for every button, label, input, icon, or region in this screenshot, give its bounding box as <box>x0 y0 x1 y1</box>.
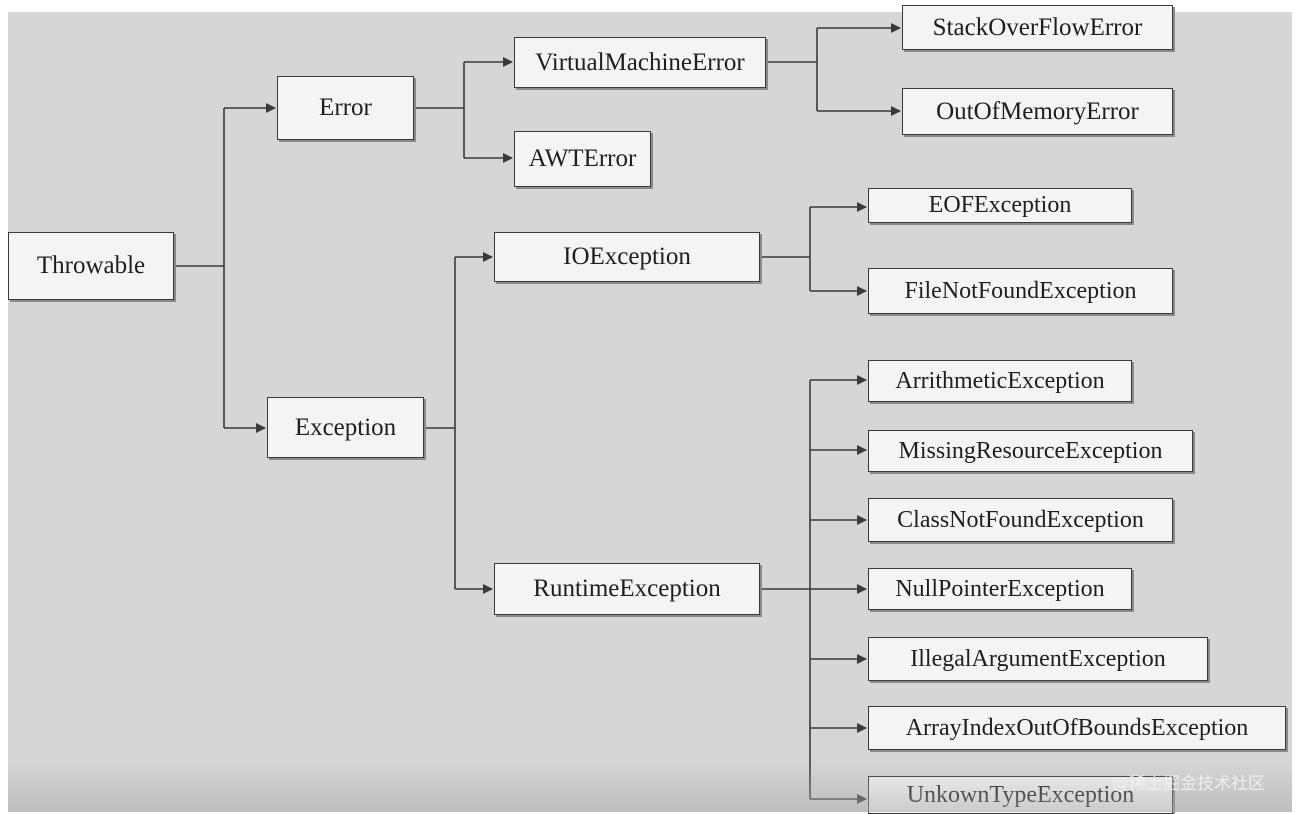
node-classnotfoundexception: ClassNotFoundException <box>868 498 1173 542</box>
watermark-text: @稀土掘金技术社区 <box>1112 774 1265 794</box>
node-filenotfoundexception: FileNotFoundException <box>868 268 1173 314</box>
node-error: Error <box>277 76 414 140</box>
node-virtualmachineerror: VirtualMachineError <box>514 37 766 88</box>
node-outofmemoryerror: OutOfMemoryError <box>902 88 1173 135</box>
node-stackoverflowerror: StackOverFlowError <box>902 5 1173 50</box>
node-runtimeexception: RuntimeException <box>494 563 760 615</box>
node-illegalargumentexception: IllegalArgumentException <box>868 637 1208 681</box>
node-exception: Exception <box>267 397 424 458</box>
node-throwable: Throwable <box>8 232 174 300</box>
node-eofexception: EOFException <box>868 188 1132 223</box>
node-ioexception: IOException <box>494 232 760 282</box>
node-awterror: AWTError <box>514 131 651 187</box>
node-nullpointerexception: NullPointerException <box>868 568 1132 610</box>
node-arrithmeticexception: ArrithmeticException <box>868 360 1132 402</box>
node-arrayindexoutofboundsexception: ArrayIndexOutOfBoundsException <box>868 706 1286 750</box>
node-missingresourceexception: MissingResourceException <box>868 430 1193 472</box>
